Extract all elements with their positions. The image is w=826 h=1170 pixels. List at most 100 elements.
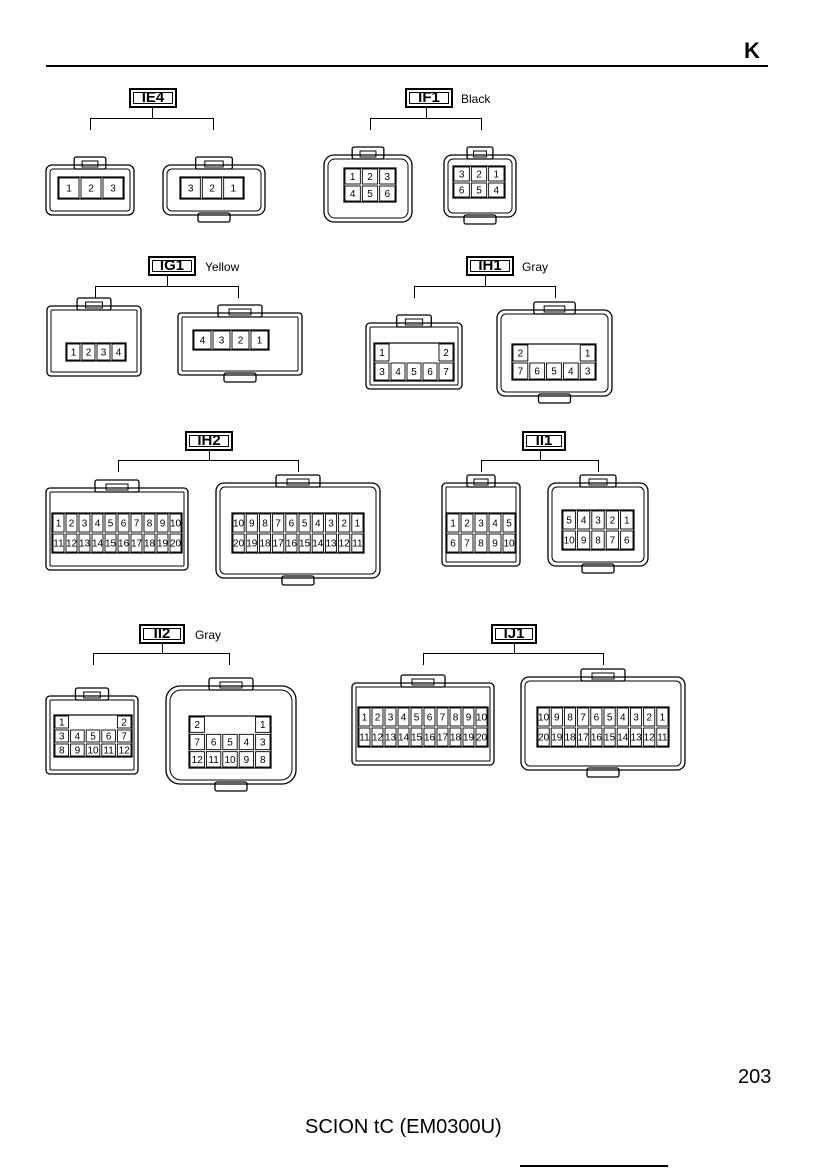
pin-number: 2 (69, 519, 75, 530)
pin-cavity (374, 343, 390, 362)
pin-cavity (562, 530, 576, 550)
pin-cavity (616, 707, 629, 727)
pin-cavity (298, 513, 311, 533)
pin-cavity (311, 533, 324, 553)
pin-number: 5 (90, 732, 96, 743)
pin-cavity (475, 727, 488, 747)
pin-cavity (475, 707, 488, 727)
pin-cavity (438, 362, 454, 381)
pin-number: 6 (427, 713, 433, 724)
pin-cavity (258, 513, 272, 533)
pin-number: 4 (95, 519, 101, 530)
pin-number: 5 (367, 189, 373, 200)
pin-cavity (65, 533, 78, 553)
pin-number: 3 (459, 170, 465, 181)
pin-number: 3 (478, 519, 484, 530)
pin-cavity (169, 533, 182, 553)
pin-number: 6 (459, 186, 465, 197)
pin-cavity (65, 513, 78, 533)
section-letter: K (744, 38, 760, 63)
pin-number: 2 (646, 713, 652, 724)
pin-cavity (620, 510, 634, 530)
pin-number: 7 (610, 536, 616, 547)
pin-cavity (91, 513, 104, 533)
pin-number: 15 (604, 733, 616, 744)
pin-number: 6 (534, 367, 540, 378)
header-rule (46, 65, 768, 67)
pin-number: 13 (385, 733, 397, 744)
pin-number: 9 (160, 519, 166, 530)
pin-cavity (101, 743, 116, 757)
pin-number: 9 (75, 746, 81, 757)
pin-number: 18 (144, 539, 156, 550)
pin-number: 15 (105, 539, 117, 550)
connector-color-ii2: Gray (195, 628, 222, 642)
pin-number: 2 (194, 720, 200, 731)
pin-cavity (255, 751, 271, 768)
pin-cavity (338, 533, 351, 553)
pin-number: 8 (567, 713, 573, 724)
pin-number: 4 (494, 186, 500, 197)
pin-cavity (410, 727, 423, 747)
pin-cavity (223, 177, 244, 199)
pin-number: 12 (119, 746, 131, 757)
pin-number: 13 (325, 539, 337, 550)
pin-number: 5 (414, 713, 420, 724)
pin-number: 14 (92, 539, 104, 550)
pin-cavity (232, 513, 245, 533)
pin-number: 4 (581, 516, 587, 527)
pin-cavity (85, 743, 101, 757)
pin-cavity (58, 177, 80, 199)
pin-cavity (474, 533, 488, 553)
pin-number: 19 (157, 539, 169, 550)
pin-cavity (258, 533, 272, 553)
pin-number: 2 (341, 519, 347, 530)
pin-number: 15 (299, 539, 311, 550)
pin-number: 7 (518, 367, 524, 378)
pin-number: 12 (644, 733, 656, 744)
pin-cavity (563, 727, 577, 747)
pin-cavity (502, 513, 516, 533)
pin-cavity (423, 727, 436, 747)
pin-cavity (212, 330, 231, 350)
pin-number: 17 (578, 733, 590, 744)
pin-cavity (245, 513, 258, 533)
pin-number: 3 (82, 519, 88, 530)
pin-cavity (656, 707, 669, 727)
pin-number: 9 (554, 713, 560, 724)
pin-cavity (384, 727, 397, 747)
connector-code-ig1: IG1 (148, 256, 196, 276)
pin-cavity (449, 727, 462, 747)
pin-number: 9 (249, 519, 255, 530)
pin-number: 10 (170, 519, 182, 530)
bracket-ii1 (481, 449, 599, 472)
bracket-ih2 (118, 449, 299, 472)
pin-number: 12 (339, 539, 351, 550)
pin-number: 19 (463, 733, 475, 744)
pin-number: 7 (121, 732, 127, 743)
footer-mark (520, 1165, 668, 1167)
pin-number: 16 (424, 733, 436, 744)
pin-cavity (201, 177, 223, 199)
pin-number: 5 (566, 516, 572, 527)
pin-cavity (156, 533, 169, 553)
pin-cavity (529, 362, 546, 380)
pin-number: 3 (379, 367, 385, 378)
pin-cavity (117, 533, 130, 553)
pin-cavity (52, 513, 65, 533)
pin-cavity (193, 330, 212, 350)
pin-cavity (245, 533, 258, 553)
pin-number: 4 (75, 732, 81, 743)
pin-number: 1 (66, 184, 72, 195)
pin-number: 7 (275, 519, 281, 530)
pin-cavity (446, 533, 460, 553)
pin-number: 6 (450, 539, 456, 550)
pin-number: 14 (617, 733, 629, 744)
pin-cavity (238, 751, 255, 768)
pin-cavity (406, 362, 422, 381)
pin-number: 10 (224, 755, 236, 766)
pin-cavity (470, 166, 488, 182)
pin-number: 16 (118, 539, 130, 550)
